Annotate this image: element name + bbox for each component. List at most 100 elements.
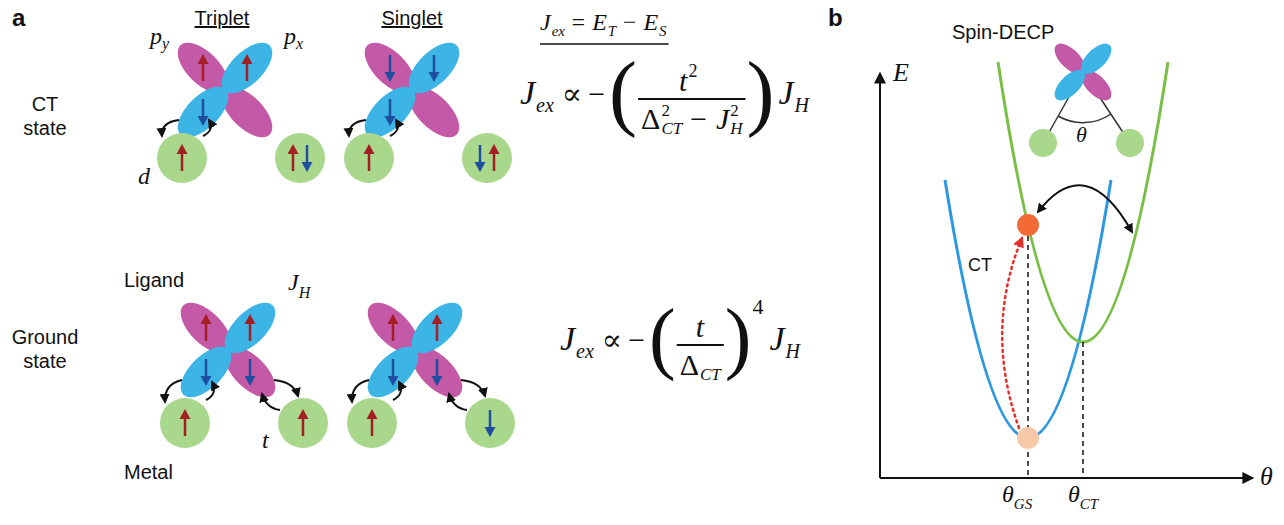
metal-orbital bbox=[1116, 129, 1144, 157]
formula-symbol: − bbox=[628, 325, 645, 355]
hopping-label: t bbox=[262, 428, 269, 452]
oscillation-arrow bbox=[1038, 185, 1132, 232]
ground-singlet-sketch bbox=[347, 294, 515, 448]
spin-down bbox=[302, 145, 313, 172]
hopping-arrow bbox=[449, 394, 467, 410]
dashed-guide bbox=[1082, 342, 1084, 478]
formula-subscript: ex bbox=[576, 341, 594, 361]
ground-state-dot bbox=[1017, 427, 1039, 449]
fraction-bar bbox=[638, 98, 745, 100]
row-label: Ground state bbox=[8, 325, 82, 373]
orbital-label: d bbox=[138, 164, 150, 188]
spin-up bbox=[298, 409, 309, 436]
angle-arc bbox=[1058, 114, 1111, 123]
orbital-label: p bbox=[150, 24, 162, 48]
spin-up bbox=[245, 314, 256, 341]
spin-up bbox=[177, 144, 188, 171]
formula-subscript: H bbox=[795, 95, 809, 115]
inset-orbitals bbox=[1049, 38, 1116, 105]
metal-orbital bbox=[160, 398, 210, 448]
spin-up bbox=[489, 144, 500, 171]
metal-orbital bbox=[1029, 129, 1057, 157]
ct-parabola bbox=[998, 62, 1168, 342]
metal-orbital bbox=[157, 133, 207, 183]
formula-bracket: ) bbox=[747, 50, 775, 134]
tick-label: θ bbox=[1068, 482, 1080, 506]
hopping-arrow bbox=[352, 380, 369, 402]
panel-title: Spin-DECP bbox=[952, 22, 1054, 42]
hopping-arrow bbox=[349, 120, 366, 136]
formula-symbol: J bbox=[560, 322, 575, 356]
formula-subscript: H bbox=[730, 120, 742, 137]
axis-label: E bbox=[893, 60, 909, 86]
formula-superscript: 4 bbox=[752, 296, 763, 318]
spin-up bbox=[288, 144, 299, 171]
ligand-orbitals bbox=[172, 294, 284, 406]
formula-symbol: t bbox=[679, 66, 687, 96]
orbital-subscript: x bbox=[296, 36, 303, 52]
formula-subscript: ex bbox=[536, 95, 554, 115]
hopping-arrow bbox=[165, 380, 182, 402]
formula-symbol: = E bbox=[570, 10, 607, 34]
formula-subscript: H bbox=[786, 341, 800, 361]
formula-superscript: 2 bbox=[688, 62, 697, 80]
excited-state-dot bbox=[1017, 214, 1039, 236]
coupling-label: J bbox=[288, 270, 299, 294]
spin-up bbox=[432, 314, 443, 341]
angle-axis bbox=[880, 477, 1252, 479]
energy-axis bbox=[879, 74, 881, 478]
spin-up bbox=[201, 314, 212, 341]
spin-down bbox=[385, 99, 396, 126]
spin-up bbox=[388, 314, 399, 341]
spin-down bbox=[385, 55, 396, 82]
formula-symbol: t bbox=[696, 312, 704, 342]
formula-symbol: − E bbox=[621, 10, 658, 34]
hopping-arrow bbox=[461, 380, 485, 396]
hopping-arrow bbox=[162, 120, 179, 136]
spin-down bbox=[432, 359, 443, 386]
metal-orbital bbox=[275, 133, 325, 183]
metal-orbital bbox=[347, 398, 397, 448]
formula-superscript: 2 bbox=[730, 102, 739, 119]
row-label: CT state bbox=[10, 92, 80, 140]
tick-subscript: CT bbox=[1080, 497, 1098, 512]
formula-subscript: T bbox=[608, 24, 616, 39]
formula-subscript: CT bbox=[700, 366, 721, 383]
spin-up bbox=[198, 54, 209, 81]
axis-label: θ bbox=[1260, 464, 1273, 490]
hopping-arrow bbox=[203, 120, 211, 136]
panel-letter: b bbox=[828, 6, 843, 30]
ligand-orbitals bbox=[1049, 38, 1116, 105]
orbital-label: p bbox=[284, 24, 296, 48]
formula-symbol: Δ bbox=[680, 350, 699, 380]
formula-superscript: 2 bbox=[661, 102, 670, 119]
ligand-orbitals bbox=[169, 34, 281, 146]
formula-bracket: ( bbox=[649, 297, 676, 377]
spin-up bbox=[242, 54, 253, 81]
tick-subscript: GS bbox=[1014, 497, 1032, 512]
formula-bracket: ) bbox=[725, 297, 752, 377]
hopping-arrow bbox=[390, 120, 398, 136]
fraction-bar bbox=[677, 344, 724, 346]
hopping-arrow bbox=[262, 394, 280, 410]
heading-underline bbox=[540, 43, 669, 45]
metal-orbital bbox=[344, 133, 394, 183]
coupling-subscript: H bbox=[299, 285, 311, 301]
formula-symbol: ∝ bbox=[602, 325, 622, 355]
formula-bracket: ( bbox=[609, 50, 637, 134]
ct-singlet-sketch bbox=[344, 34, 512, 183]
spin-up bbox=[180, 409, 191, 436]
hopping-arrow bbox=[393, 382, 401, 400]
formula-symbol: ∝ bbox=[562, 79, 582, 109]
formula-symbol: J bbox=[520, 76, 535, 110]
spin-down bbox=[475, 145, 486, 172]
spin-down bbox=[429, 55, 440, 82]
spin-up bbox=[364, 144, 375, 171]
transition-label: CT bbox=[968, 256, 992, 274]
part-label: Ligand bbox=[124, 270, 184, 290]
spin-down bbox=[198, 99, 209, 126]
metal-orbital bbox=[278, 398, 328, 448]
formula-symbol: − bbox=[588, 79, 605, 109]
